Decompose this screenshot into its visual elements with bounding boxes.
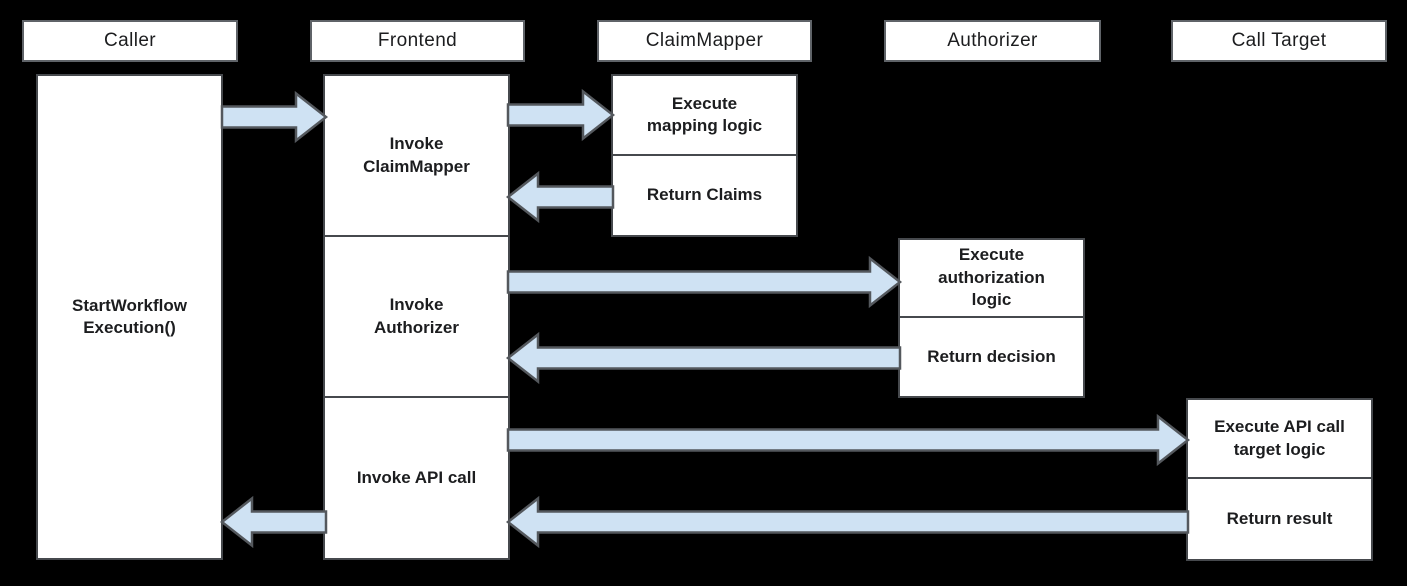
lifeline-header-frontend: Frontend — [310, 20, 525, 62]
arrow-frontend-to-authorizer — [506, 255, 903, 309]
activation-execute-mapping-logic: Execute mapping logic — [611, 74, 798, 156]
lifeline-header-caller: Caller — [22, 20, 238, 62]
activation-label-invoke-claimmapper: Invoke ClaimMapper — [363, 134, 470, 176]
arrow-caller-to-frontend — [220, 90, 329, 144]
lifeline-label-claimmapper: ClaimMapper — [645, 30, 764, 51]
activation-label-invoke-authorizer: Invoke Authorizer — [374, 295, 459, 337]
activation-invoke-authorizer: Invoke Authorizer — [323, 235, 510, 398]
activation-label-execute-authorization-logic: Execute authorization logic — [938, 245, 1045, 310]
arrow-frontend-to-caller — [219, 495, 328, 549]
activation-label-execute-api-call-target-logic: Execute API call target logic — [1214, 417, 1345, 459]
activation-return-decision: Return decision — [898, 316, 1085, 398]
activation-return-result: Return result — [1186, 477, 1373, 561]
lifeline-label-authorizer: Authorizer — [947, 30, 1038, 51]
activation-execute-api-call-target-logic: Execute API call target logic — [1186, 398, 1373, 479]
activation-label-return-claims: Return Claims — [646, 185, 763, 205]
activation-return-claims: Return Claims — [611, 154, 798, 237]
arrow-frontend-to-calltarget — [506, 413, 1191, 467]
activation-label-return-decision: Return decision — [927, 346, 1056, 366]
arrow-claimmapper-to-frontend — [505, 170, 615, 224]
activation-execute-authorization-logic: Execute authorization logic — [898, 238, 1085, 318]
lifeline-header-call-target: Call Target — [1171, 20, 1387, 62]
activation-label-execute-mapping-logic: Execute mapping logic — [646, 93, 763, 135]
lifeline-label-caller: Caller — [103, 30, 157, 51]
activation-label-invoke-api-call: Invoke API call — [356, 467, 477, 487]
arrow-calltarget-to-frontend — [505, 495, 1190, 549]
arrow-frontend-to-claimmapper — [506, 88, 616, 142]
lifeline-label-frontend: Frontend — [377, 30, 458, 51]
activation-label-start-workflow-execution: StartWorkflow Execution() — [72, 295, 187, 337]
activation-invoke-claimmapper: Invoke ClaimMapper — [323, 74, 510, 237]
lifeline-header-claimmapper: ClaimMapper — [597, 20, 812, 62]
lifeline-header-authorizer: Authorizer — [884, 20, 1101, 62]
activation-label-return-result: Return result — [1226, 508, 1333, 528]
activation-invoke-api-call: Invoke API call — [323, 396, 510, 560]
activation-start-workflow-execution: StartWorkflow Execution() — [36, 74, 223, 560]
lifeline-label-call-target: Call Target — [1231, 30, 1327, 51]
arrow-authorizer-to-frontend — [505, 331, 902, 385]
